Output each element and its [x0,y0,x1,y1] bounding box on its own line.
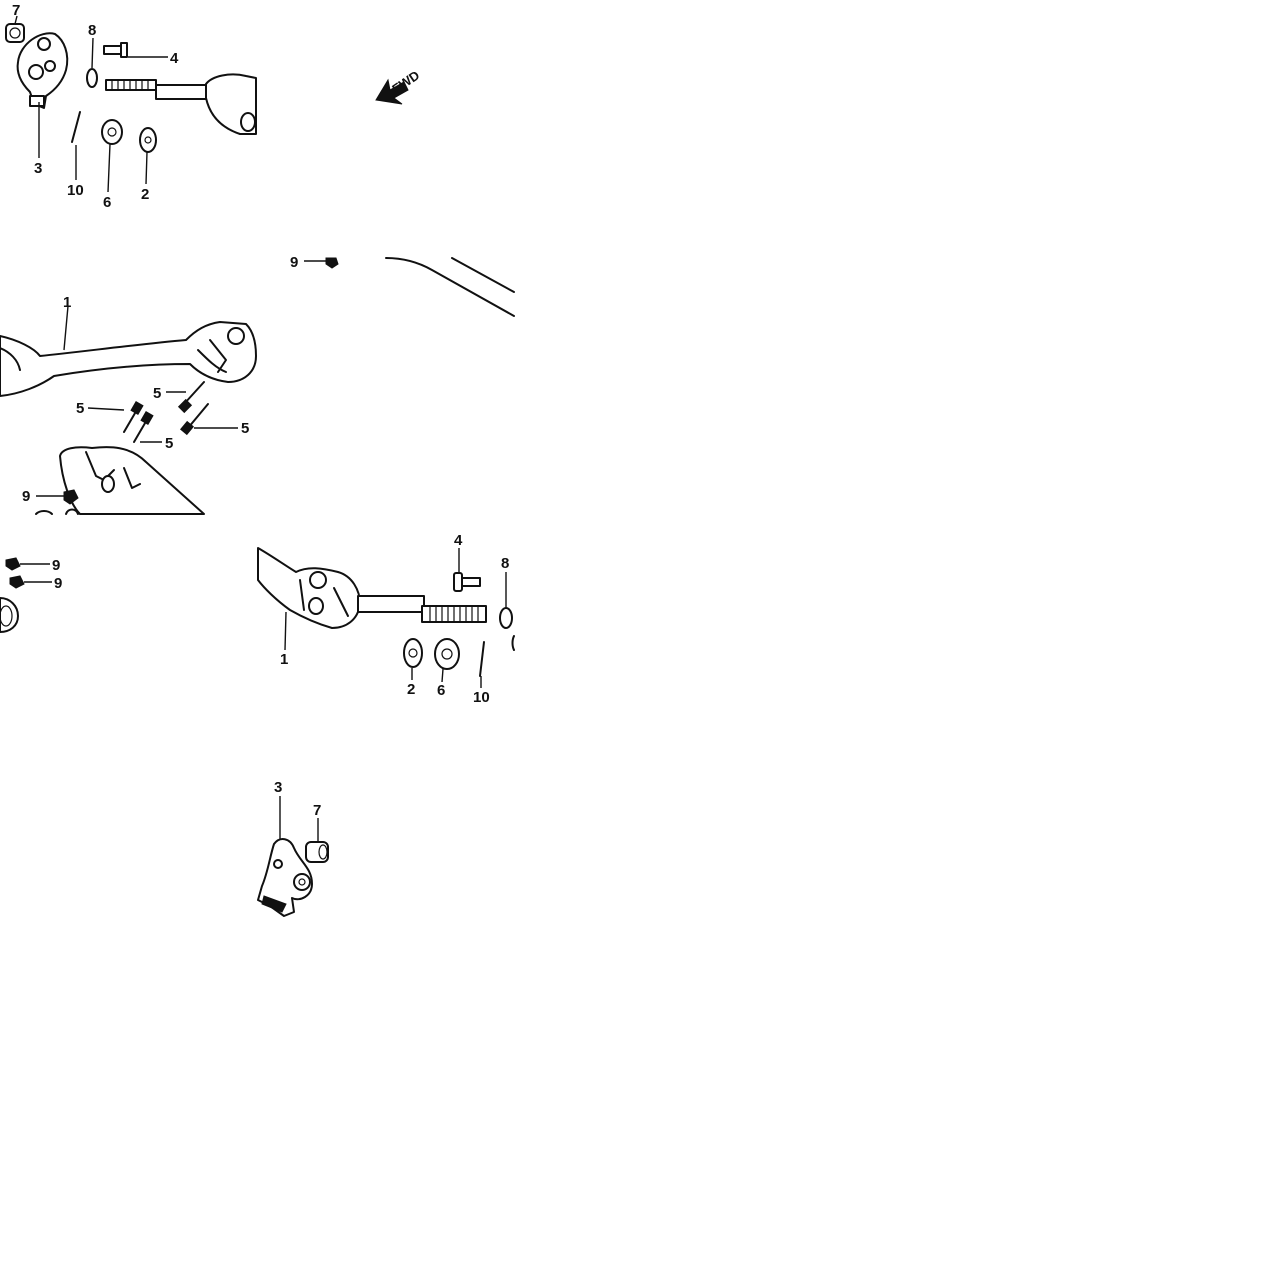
callout-6: 6 [103,194,111,211]
callout-8-lower: 8 [501,555,509,572]
nut-part-9-lower-b [9,575,25,589]
callout-9-middle: 9 [22,488,30,505]
callout-2-lower: 2 [407,681,415,698]
knuckle-part-3-lower [257,838,313,917]
bottom-panel: 3 7 [257,779,329,917]
lower-left-panel: 9 9 [0,557,62,633]
lower-right-panel: 4 8 1 2 6 10 [257,532,515,706]
callout-1-lower: 1 [280,651,288,668]
drive-shaft-upper [105,73,257,135]
callout-9-top: 9 [290,254,298,271]
middle-top-panel: 9 [290,254,515,317]
washer-part-8 [86,68,98,88]
axle-assembly-part-1 [257,547,487,629]
cotter-pin-part-10 [71,111,81,143]
lower-housing [59,446,205,515]
washer-part-2 [139,127,157,153]
fwd-arrow-icon [375,78,409,105]
callout-3-lower: 3 [274,779,282,796]
bolt-part-4 [103,42,128,58]
upper-left-panel: 7 8 4 3 10 6 2 [5,2,257,211]
callout-1-middle: 1 [63,294,71,311]
washer-part-8-lower [499,607,513,629]
callout-2: 2 [141,186,149,203]
castle-nut-part-6-lower [434,638,460,670]
nut-part-9-top [325,257,339,269]
bolt-part-5-a [177,381,205,414]
callout-5-c: 5 [165,435,173,452]
callout-3: 3 [34,160,42,177]
callout-5-d: 5 [241,420,249,437]
fwd-direction-indicator: FWD [375,67,422,105]
nut-part-9-lower-a [5,557,21,571]
callout-10-lower: 10 [473,689,490,706]
callout-4: 4 [170,50,179,67]
axle-housing-part-1 [0,321,257,397]
bolt-part-5-c [133,410,154,443]
nut-part-9-middle [63,489,79,505]
callout-7-lower: 7 [313,802,321,819]
axle-housing-outline [385,257,515,317]
bolt-part-5-b [123,400,144,433]
castle-nut-part-6 [101,119,123,145]
callout-8: 8 [88,22,96,39]
fwd-label: FWD [389,67,422,96]
bolt-part-4-lower [453,572,481,592]
callout-6-lower: 6 [437,682,445,699]
callout-9-lower-b: 9 [54,575,62,592]
callout-10: 10 [67,182,84,199]
knuckle-part-3 [16,32,69,109]
middle-left-panel: 1 5 5 5 5 9 [0,294,257,515]
cotter-pin-part-10-lower [479,641,485,677]
nut-part-7-lower [305,841,329,863]
bolt-part-5-d [180,403,209,436]
callout-5-b: 5 [76,400,84,417]
washer-part-2-lower [403,638,423,668]
housing-end-lower-left [0,597,19,633]
callout-4-lower: 4 [454,532,463,549]
callout-5-a: 5 [153,385,161,402]
callout-9-lower-a: 9 [52,557,60,574]
nut-part-7 [5,23,25,43]
callout-7: 7 [12,2,20,19]
